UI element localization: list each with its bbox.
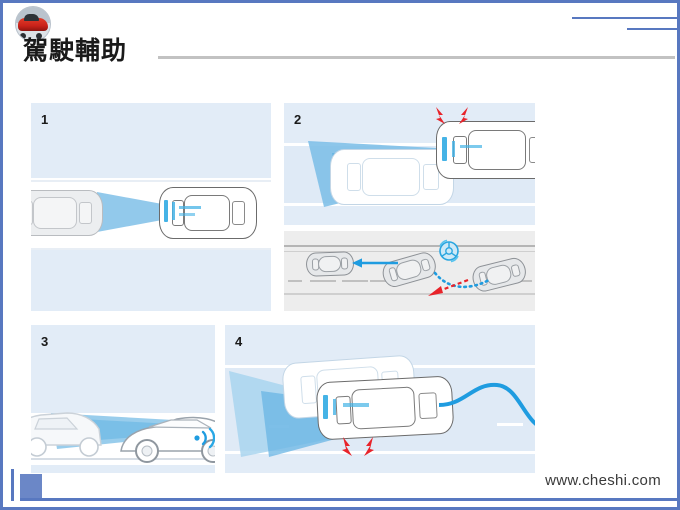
lane-dash <box>342 280 368 282</box>
forward-radar-cone <box>97 192 173 232</box>
steering-wheel-icon <box>439 239 459 263</box>
panel-number-2: 2 <box>294 112 302 127</box>
front-sensor-bar <box>452 141 455 157</box>
lane-dash <box>119 236 145 239</box>
grey-car-left <box>305 251 355 277</box>
lane-line-lower <box>225 451 535 454</box>
front-sensor-bar <box>442 137 447 161</box>
logo-car-body <box>18 18 48 31</box>
ground-line <box>31 458 215 460</box>
side-view-host-car <box>120 416 215 463</box>
lane-dash <box>370 280 396 282</box>
blue-solid-arrow <box>352 258 398 268</box>
red-warning-arrows <box>436 107 468 124</box>
lane-dash <box>310 280 336 282</box>
lane-dash <box>37 236 59 239</box>
lane-edge-bottom <box>31 248 271 250</box>
panel-number-4: 4 <box>235 334 243 349</box>
lane-dash <box>73 236 95 239</box>
logo-wheel-front <box>20 33 26 39</box>
panel-number-3: 3 <box>41 334 49 349</box>
front-sensor-bar <box>172 202 175 220</box>
page-title: 駕駛輔助 <box>23 37 128 65</box>
red-dashed-arrow <box>428 278 469 296</box>
cheshi-car-logo <box>15 6 51 42</box>
corner-accent-line-2 <box>627 28 677 30</box>
front-sensor-bar <box>323 395 328 419</box>
footer-url: www.cheshi.com <box>545 472 661 489</box>
title-divider-rule <box>158 56 675 59</box>
footer-accent-tick <box>11 469 14 501</box>
footer-accent-bar <box>20 498 677 501</box>
front-sensor-bar <box>164 200 168 222</box>
road-edge-top2 <box>284 251 535 252</box>
footer-accent-square <box>20 474 42 498</box>
front-sensor-beam <box>179 206 201 209</box>
road-edge-top <box>284 245 535 247</box>
front-sensor-beam <box>343 403 369 407</box>
front-sensor-beam <box>179 213 195 216</box>
logo-wheel-rear <box>36 33 42 39</box>
panel-rear-parking-sensor: 3 <box>31 325 215 473</box>
red-warning-arrows <box>342 437 374 456</box>
road-edge-bottom <box>284 293 535 295</box>
blue-trajectory-curve <box>439 382 535 426</box>
lane-line-upper <box>284 143 535 146</box>
front-sensor-bar <box>333 399 336 415</box>
lane-edge-top <box>31 180 271 182</box>
panel-number-1: 1 <box>41 112 49 127</box>
host-vehicle <box>436 121 535 179</box>
blue-dotted-path <box>434 271 490 289</box>
host-vehicle <box>315 375 455 441</box>
lead-vehicle-ghost <box>31 190 103 236</box>
ghost-previous-position <box>330 149 454 205</box>
side-view-obstacle-car <box>31 412 102 457</box>
sonar-wave-icon <box>194 427 215 449</box>
lane-dash <box>288 280 302 282</box>
panel-lane-departure-warning: 2 <box>284 103 535 225</box>
lane-dash <box>497 423 523 426</box>
corner-accent-line-1 <box>572 17 677 19</box>
logo-car-cabin <box>24 14 39 21</box>
panel-lane-keeping-assist: 4 <box>225 325 535 473</box>
panel-adaptive-cruise-control: 1 <box>31 103 271 311</box>
panel-steering-correction-inset <box>284 231 535 311</box>
front-sensor-beam <box>460 145 482 148</box>
